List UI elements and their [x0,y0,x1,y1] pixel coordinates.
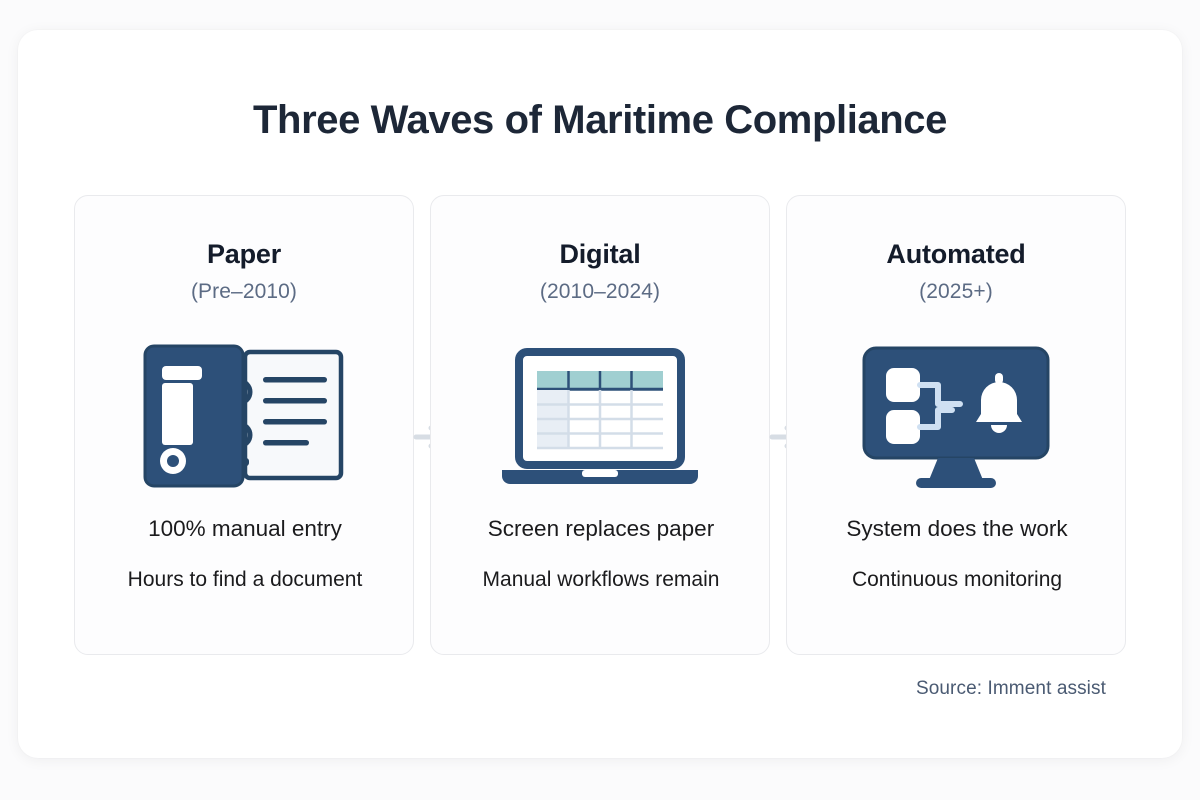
infographic-panel: Three Waves of Maritime Compliance Paper… [18,30,1182,758]
stage-card-automated[interactable]: Automated (2025+) [786,195,1126,655]
stage-card-paper-header: Paper (Pre–2010) [75,239,413,304]
stage-title-digital: Digital [559,239,641,269]
stage-lines-digital: Screen replaces paper Manual workflows r… [445,514,757,594]
stage-line-primary-paper: 100% manual entry [148,516,342,541]
stage-card-automated-header: Automated (2025+) [787,239,1125,304]
stage-title-automated: Automated [886,239,1026,269]
stage-period-automated: (2025+) [919,279,993,303]
stage-line-secondary-paper: Hours to find a document [127,568,363,592]
stage-period-digital: (2010–2024) [539,279,661,303]
stage-title-paper: Paper [206,239,282,269]
binder-document-icon [75,338,413,500]
stage-line-secondary-automated: Continuous monitoring [851,568,1063,592]
source-attribution: Source: Imment assist [915,678,1106,699]
stage-line-primary-digital: Screen replaces paper [487,516,715,541]
stage-card-digital-header: Digital (2010–2024) [431,239,769,304]
stage-line-secondary-digital: Manual workflows remain [482,568,720,592]
stage-lines-paper: 100% manual entry Hours to find a docume… [89,514,401,594]
page-title: Three Waves of Maritime Compliance [253,98,947,142]
laptop-spreadsheet-icon [431,338,769,500]
stage-card-paper[interactable]: Paper (Pre–2010) [74,195,414,655]
stage-lines-automated: System does the work Continuous monitori… [801,514,1113,594]
monitor-workflow-alert-icon [787,338,1125,500]
stage-line-primary-automated: System does the work [846,516,1068,541]
stage-card-digital[interactable]: Digital (2010–2024) [430,195,770,655]
stage-period-paper: (Pre–2010) [190,279,298,303]
stage-card-row: Paper (Pre–2010) [74,195,1126,655]
